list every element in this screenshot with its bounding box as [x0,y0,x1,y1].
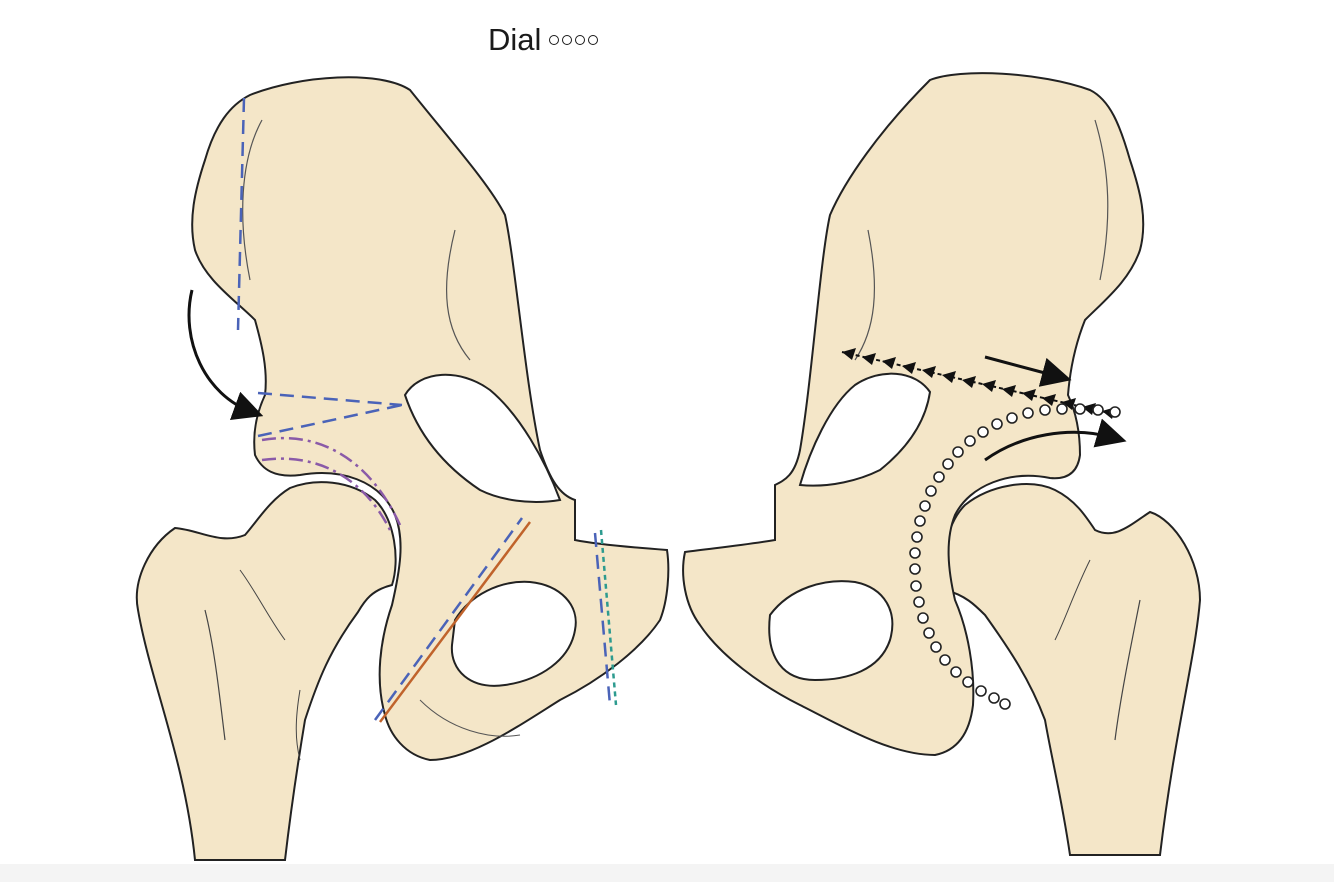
legend-dial: Dial [488,22,598,58]
left-femur [137,482,396,860]
bottom-strip [0,864,1334,882]
dial-circle-symbol-icon [549,35,598,45]
right-femur [943,484,1200,855]
legend-dial-label: Dial [488,22,541,58]
